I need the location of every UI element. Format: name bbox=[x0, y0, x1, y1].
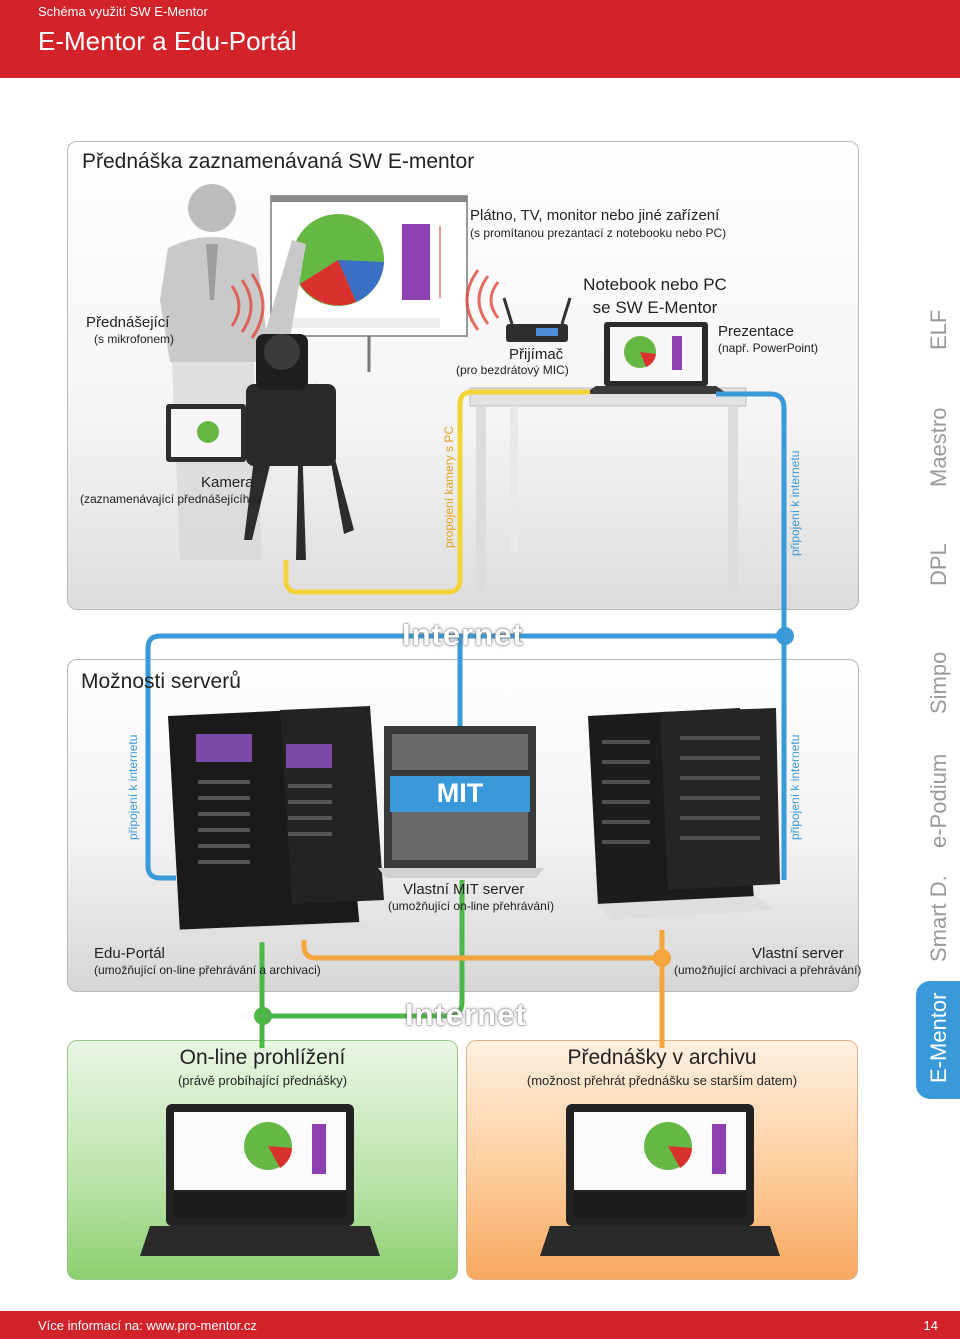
brand-tab-smartd[interactable]: Smart D. bbox=[926, 875, 951, 962]
header-title: E-Mentor a Edu-Portál bbox=[38, 26, 297, 56]
edu-portal-label: Edu-Portál bbox=[94, 945, 165, 962]
wireless-waves-left bbox=[230, 273, 265, 339]
camera-illustration bbox=[166, 334, 354, 560]
own-server-sublabel: (umožňující archivaci a přehrávání) bbox=[674, 963, 862, 977]
camera-connection-label: propojení kamery s PC bbox=[442, 425, 456, 548]
internet-backbone-line bbox=[145, 633, 786, 881]
edu-portal-servers-illustration bbox=[168, 706, 384, 946]
internet-label-top: Internet bbox=[402, 617, 524, 652]
archive-sublabel: (možnost přehrát přednášku se starším da… bbox=[526, 1073, 798, 1088]
brand-tab-simpo[interactable]: Simpo bbox=[926, 651, 951, 714]
own-servers-illustration bbox=[588, 708, 780, 920]
lecture-internet-connection-label: připojení k internetu bbox=[788, 450, 802, 556]
camera-label: Kamera bbox=[201, 474, 254, 491]
page-footer: Více informací na: www.pro-mentor.cz 14 bbox=[0, 1311, 960, 1339]
online-title: On-line prohlížení bbox=[179, 1046, 346, 1069]
brand-tab-ementor-label: E-Mentor bbox=[926, 992, 951, 1083]
receiver-illustration bbox=[502, 297, 572, 342]
brand-tab-dpl[interactable]: DPL bbox=[926, 543, 951, 586]
projection-screen-illustration bbox=[270, 195, 468, 372]
mit-server-sublabel: (umožňující on-line přehrávání) bbox=[388, 899, 555, 913]
receiver-label: Přijímač bbox=[509, 346, 564, 363]
lecturer-label: Přednášející bbox=[86, 314, 170, 331]
online-node bbox=[254, 1007, 272, 1025]
brand-tab-ementor-active[interactable]: E-Mentor bbox=[916, 981, 960, 1099]
screen-sublabel: (s promítanou prezantací z notebooku neb… bbox=[470, 226, 727, 240]
mit-logo: MIT bbox=[436, 778, 484, 808]
online-green-line bbox=[259, 880, 465, 1019]
camera-connection-line bbox=[283, 389, 590, 595]
servers-right-connection-label: připojení k internetu bbox=[788, 734, 802, 840]
page-number: 14 bbox=[923, 1318, 938, 1333]
own-server-label: Vlastní server bbox=[752, 945, 844, 962]
notebook-label: Notebook nebo PC se SW E-Mentor bbox=[570, 273, 740, 319]
presentation-label: Prezentace bbox=[718, 323, 794, 340]
brand-tab-maestro[interactable]: Maestro bbox=[926, 407, 951, 487]
servers-left-connection-label: připojení k internetu bbox=[126, 734, 140, 840]
archive-orange-line bbox=[301, 930, 665, 1048]
mit-server-illustration bbox=[378, 726, 544, 878]
archive-node bbox=[653, 949, 671, 967]
archive-laptop-illustration bbox=[540, 1104, 780, 1256]
receiver-sublabel: (pro bezdrátový MIC) bbox=[456, 363, 569, 377]
camera-sublabel: (zaznamenávající přednášejícího) bbox=[80, 492, 261, 506]
header-subtitle: Schéma využití SW E-Mentor bbox=[38, 4, 208, 19]
online-sublabel: (právě probíhající přednášky) bbox=[177, 1073, 348, 1088]
brand-tab-epodium[interactable]: e-Podium bbox=[926, 753, 951, 848]
presentation-sublabel: (např. PowerPoint) bbox=[718, 341, 819, 355]
page-header: Schéma využití SW E-Mentor E-Mentor a Ed… bbox=[0, 0, 960, 78]
lecture-title: Přednáška zaznamenávaná SW E-mentor bbox=[82, 150, 475, 173]
edu-portal-sublabel: (umožňující on-line přehrávání a archiva… bbox=[94, 963, 321, 977]
wireless-waves-right bbox=[465, 269, 500, 331]
servers-title: Možnosti serverů bbox=[81, 670, 241, 693]
notebook-illustration bbox=[584, 322, 728, 394]
archive-title: Přednášky v archivu bbox=[567, 1046, 757, 1069]
notebook-label-line1: Notebook nebo PC bbox=[583, 275, 727, 294]
notebook-internet-line bbox=[716, 391, 787, 636]
internet-label-bottom: Internet bbox=[405, 997, 527, 1032]
table-illustration bbox=[469, 387, 747, 592]
internet-node bbox=[776, 627, 794, 645]
screen-label: Plátno, TV, monitor nebo jiné zařízení bbox=[470, 207, 720, 224]
lecturer-sublabel: (s mikrofonem) bbox=[94, 332, 175, 346]
footer-info: Více informací na: www.pro-mentor.cz bbox=[38, 1318, 257, 1333]
mit-server-label: Vlastní MIT server bbox=[403, 881, 525, 898]
notebook-label-line2: se SW E-Mentor bbox=[592, 298, 718, 317]
online-laptop-illustration bbox=[140, 1104, 380, 1256]
brand-tab-elf[interactable]: ELF bbox=[926, 309, 951, 350]
